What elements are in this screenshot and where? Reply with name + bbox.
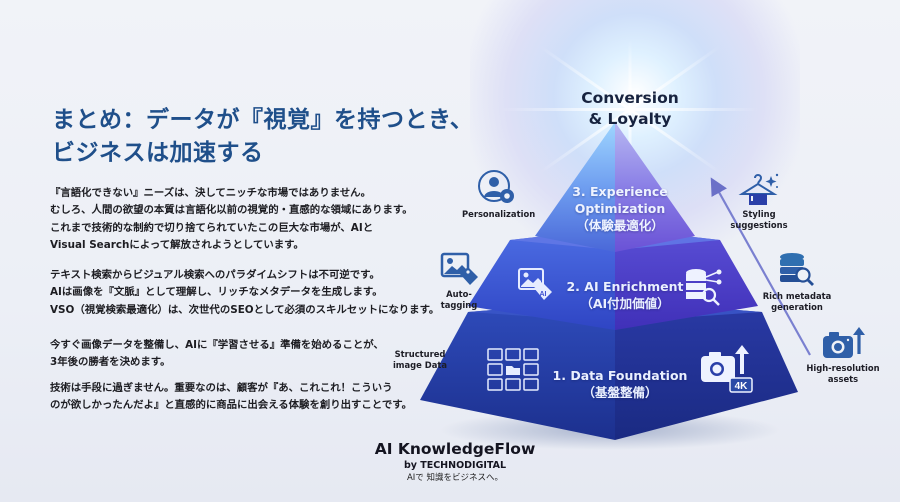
svg-text:4K: 4K: [735, 381, 749, 392]
side-label: High-resolution: [806, 363, 880, 373]
side-item-auto-tagging: Auto-tagging: [428, 252, 490, 311]
side-item-personalization: Personalization: [462, 170, 536, 220]
apex-line-2: & Loyalty: [588, 110, 672, 128]
title-line-2: ビジネスは加速する: [52, 140, 264, 166]
tier-3-label: 3. Experience Optimization （体験最適化）: [545, 183, 695, 234]
user-gear-icon: [478, 170, 514, 203]
brand-tagline: AIで 知識をビジネスへ。: [406, 473, 504, 483]
paragraph-market: 『言語化できない』ニーズは、決してニッチな市場ではありません。 むしろ、人間の欲…: [50, 185, 430, 255]
side-label: Rich metadata: [762, 291, 832, 301]
text-line: 技術は手段に過ぎません。重要なのは、顧客が『あ、これこれ！こういう: [50, 382, 393, 394]
brand-company: by TECHNODIGITAL: [403, 460, 507, 471]
side-label: generation: [771, 302, 823, 312]
apex-label: Conversion & Loyalty: [560, 88, 700, 130]
tier-1-title: 1. Data Foundation: [552, 368, 688, 383]
paragraph-action: 今すぐ画像データを整備し、AIに『学習させる』準備を始めることが、 3年後の勝者…: [50, 337, 430, 372]
text-line: Visual Searchによって解放されようとしています。: [50, 239, 304, 252]
side-label: image Data: [392, 360, 448, 370]
brand-footer: AI KnowledgeFlow by TECHNODIGITAL AIで 知識…: [370, 440, 540, 485]
svg-text:AI: AI: [540, 291, 547, 298]
tier-3-subtitle: （体験最適化）: [576, 218, 664, 233]
text-line: 今すぐ画像データを整備し、AIに『学習させる』準備を始めることが、: [50, 339, 384, 351]
database-network-icon: [684, 268, 724, 310]
tier-1-label: 1. Data Foundation （基盤整備）: [545, 367, 695, 401]
text-line: 3年後の勝者を決めます。: [50, 356, 171, 369]
image-ai-tag-icon: AI: [518, 268, 554, 306]
tier-3-title: 3. Experience: [572, 184, 668, 199]
text-line: 『言語化できない』ニーズは、決してニッチな市場ではありません。: [50, 187, 371, 199]
paragraph-paradigm: テキスト検索からビジュアル検索へのパラダイムシフトは不可逆です。 AIは画像を『…: [50, 267, 440, 319]
tier-2-subtitle: （AI付加価値）: [580, 296, 670, 311]
apex-line-1: Conversion: [581, 89, 679, 107]
text-line: VSO（視覚検索最適化）は、次世代のSEOとして必須のスキルセットになります。: [50, 303, 440, 316]
text-line: これまで技術的な制約で切り捨てられていたこの巨大な市場が、AIと: [50, 221, 374, 234]
camera-upload-icon: [823, 327, 865, 358]
image-grid-icon: [487, 348, 539, 396]
title-line-1: まとめ：データが『視覚』を持つとき、: [52, 107, 474, 133]
side-label: Styling suggestions: [730, 209, 788, 230]
tier-3-title-2: Optimization: [574, 201, 666, 216]
image-tag-icon: [440, 252, 478, 285]
side-item-structured-image-data: Structured image Data: [390, 349, 450, 371]
paragraph-experience: 技術は手段に過ぎません。重要なのは、顧客が『あ、これこれ！こういう のが欲しかっ…: [50, 380, 430, 415]
hanger-sparkle-icon: [738, 173, 779, 205]
database-search-icon: [780, 253, 814, 286]
tier-2-label: 2. AI Enrichment （AI付加価値）: [555, 278, 695, 312]
side-item-styling-suggestions: Styling suggestions: [714, 172, 804, 231]
side-label: Auto-tagging: [440, 289, 478, 310]
side-label: Structured: [394, 349, 446, 359]
tier-1-subtitle: （基盤整備）: [582, 385, 658, 400]
camera-4k-icon: 4K: [700, 344, 754, 398]
side-item-rich-metadata: Rich metadata generation: [762, 252, 832, 313]
text-line: のが欲しかったんだよ』と直感的に商品に出会える体験を創り出すことです。: [50, 399, 413, 412]
side-item-high-resolution: High-resolution assets: [806, 326, 880, 385]
side-label: Personalization: [462, 209, 536, 219]
brand-name: AI KnowledgeFlow: [374, 440, 536, 458]
tier-2-title: 2. AI Enrichment: [566, 279, 684, 294]
text-line: AIは画像を『文脈』として理解し、リッチなメタデータを生成します。: [50, 286, 383, 299]
text-line: むしろ、人間の欲望の本質は言語化以前の視覚的・直感的な領域にあります。: [50, 204, 413, 217]
page-title: まとめ：データが『視覚』を持つとき、 ビジネスは加速する: [52, 104, 473, 170]
text-line: テキスト検索からビジュアル検索へのパラダイムシフトは不可逆です。: [50, 269, 380, 281]
side-label: assets: [827, 374, 859, 384]
